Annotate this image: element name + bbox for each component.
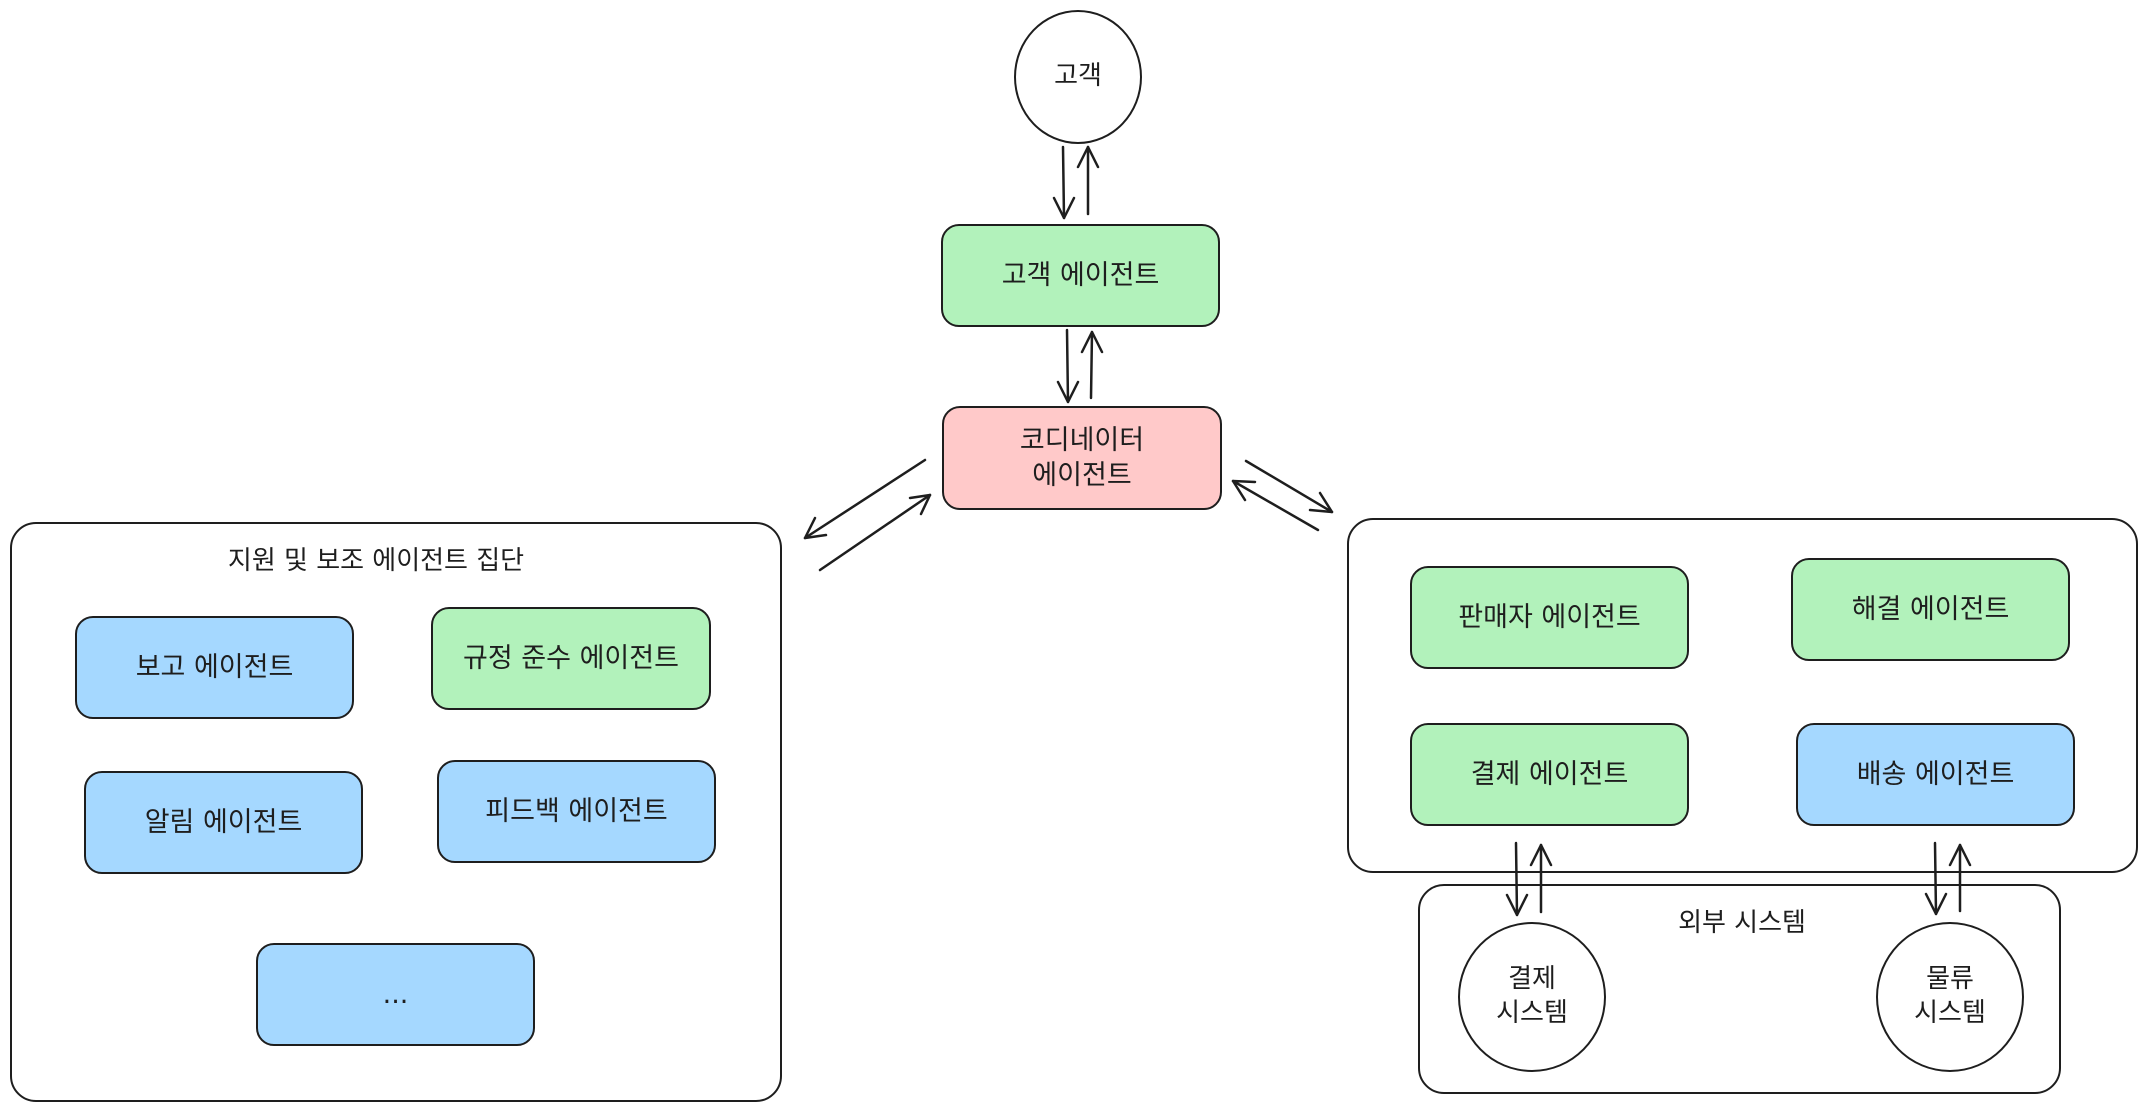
payment-agent-label: 결제 에이전트 [1470,758,1629,790]
arrow-payment-agent-to-system [1505,841,1529,917]
report-agent-label: 보고 에이전트 [135,651,294,683]
resolution-agent-node: 해결 에이전트 [1791,558,2070,661]
report-agent-node: 보고 에이전트 [75,616,354,719]
compliance-agent-node: 규정 준수 에이전트 [431,607,711,710]
arrow-payment-system-to-agent [1529,843,1553,914]
notification-agent-node: 알림 에이전트 [84,771,363,874]
arrow-customer-to-agent [1052,145,1076,220]
arrow-commerce-to-coordinator [1231,479,1320,532]
customer-agent-node: 고객 에이전트 [941,224,1220,327]
payment-agent-node: 결제 에이전트 [1410,723,1689,826]
feedback-agent-label: 피드백 에이전트 [485,795,668,827]
payment-system-node: 결제 시스템 [1458,922,1606,1072]
customer-agent-label: 고객 에이전트 [1001,259,1160,291]
logistics-system-label: 물류 시스템 [1914,964,1986,1028]
arrow-agent-to-customer [1076,145,1100,216]
arrow-agent-to-coordinator [1056,328,1080,404]
coordinator-agent-node: 코디네이터 에이전트 [942,406,1222,510]
resolution-agent-label: 해결 에이전트 [1851,593,2010,625]
seller-agent-label: 판매자 에이전트 [1458,601,1641,633]
notification-agent-label: 알림 에이전트 [144,806,303,838]
arrow-coordinator-to-support [803,458,927,540]
shipping-agent-label: 배송 에이전트 [1856,758,2015,790]
support-group-title: 지원 및 보조 에이전트 집단 [227,546,525,576]
shipping-agent-node: 배송 에이전트 [1796,723,2075,826]
arrow-support-to-coordinator [818,493,932,572]
commerce-agents-group [1347,518,2138,873]
external-group-title: 외부 시스템 [1678,908,1806,938]
compliance-agent-label: 규정 준수 에이전트 [463,642,679,674]
arrow-coordinator-to-commerce [1244,459,1334,514]
support-agents-group [10,522,782,1102]
arrow-coordinator-to-agent [1080,330,1104,400]
more-agents-node: ... [256,943,535,1046]
customer-node: 고객 [1014,10,1142,144]
coordinator-agent-label: 코디네이터 에이전트 [1019,424,1145,491]
arrow-logistics-to-shipping-agent [1948,843,1972,913]
arrow-shipping-agent-to-logistics [1924,841,1948,916]
payment-system-label: 결제 시스템 [1496,964,1568,1028]
customer-label: 고객 [1054,61,1102,92]
logistics-system-node: 물류 시스템 [1876,922,2024,1072]
more-agents-label: ... [382,978,409,1010]
feedback-agent-node: 피드백 에이전트 [437,760,716,863]
seller-agent-node: 판매자 에이전트 [1410,566,1689,669]
external-systems-group [1418,884,2061,1094]
